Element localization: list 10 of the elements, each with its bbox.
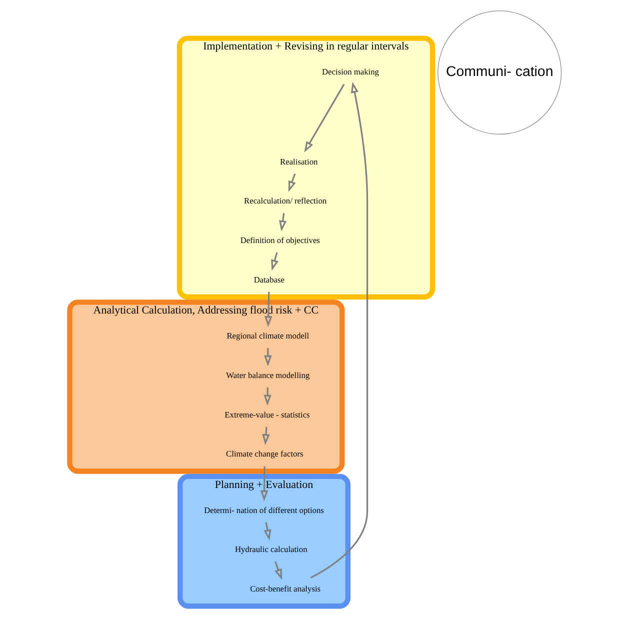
arrow [278, 213, 286, 232]
arrow [274, 561, 282, 580]
arrow [263, 522, 271, 541]
arrow [304, 84, 344, 152]
arrow [264, 292, 272, 328]
arrow [262, 426, 270, 446]
arrow [310, 82, 368, 578]
node-circle: Communi- cation [437, 10, 562, 135]
arrow [288, 173, 296, 192]
arrow [260, 466, 268, 502]
